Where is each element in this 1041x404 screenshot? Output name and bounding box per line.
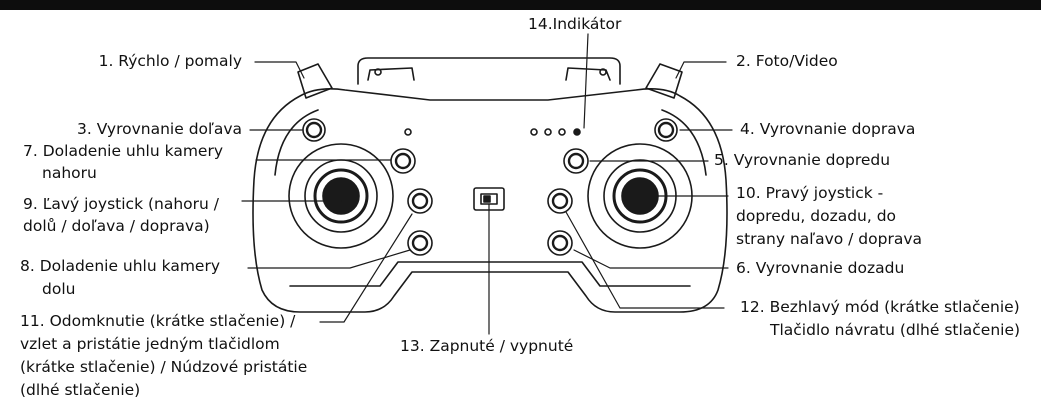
label-11-unlock-line3: (krátke stlačenie) / Núdzové pristátie [20,358,308,376]
label-12-headless-line1: 12. Bezhlavý mód (krátke stlačenie) [740,298,1020,316]
label-10-right-joystick-line2: dopredu, dozadu, do [736,207,897,225]
label-11-unlock-line1: 11. Odomknutie (krátke stlačenie) / [20,312,296,330]
label-10-right-joystick-line1: 10. Pravý joystick - [736,184,884,202]
left-trim-button [302,118,326,142]
label-11-unlock-line4: (dlhé stlačenie) [20,381,141,399]
label-9-left-joystick-line2: dolů / doľava / doprava) [23,217,210,235]
forward-trim-button [563,148,589,174]
right-trim-button [654,118,678,142]
label-10-right-joystick-line3: strany naľavo / doprava [736,230,923,248]
label-3-trim-left: 3. Vyrovnanie doľava [77,120,242,138]
label-8-camera-down-line2: dolu [42,280,76,298]
headless-button [547,188,573,214]
label-4-trim-right: 4. Vyrovnanie doprava [740,120,916,138]
label-12-headless-line2: Tlačidlo návratu (dlhé stlačenie) [770,321,1021,339]
label-6-trim-back: 6. Vyrovnanie dozadu [736,259,905,277]
label-9-left-joystick-line1: 9. Ľavý joystick (nahoru / [23,195,219,213]
takeoff-button [407,188,433,214]
label-7-camera-up-line2: nahoru [42,164,97,182]
right-shoulder [645,63,683,99]
back-trim-button [547,230,573,256]
controller-inner [274,109,707,176]
top-bar [0,0,1041,10]
camera-down-button [407,230,433,256]
label-1-speed: 1. Rýchlo / pomaly [98,52,242,70]
phone-holder [357,57,621,85]
left-joystick [288,143,394,249]
label-5-trim-forward: 5. Vyrovnanie dopredu [714,151,891,169]
left-shoulder [297,63,333,99]
label-13-power: 13. Zapnuté / vypnuté [400,337,574,355]
indicator-led [573,128,581,136]
label-2-photo-video: 2. Foto/Video [736,52,838,70]
controller-body [252,88,728,313]
label-7-camera-up-line1: 7. Doladenie uhlu kamery [23,142,223,160]
phone-holder-inner [367,67,611,81]
label-11-unlock-line2: vzlet a pristátie jedným tlačidlom [20,335,280,353]
controller-lower-edge [289,261,691,287]
label-8-camera-down-line1: 8. Doladenie uhlu kamery [20,257,220,275]
label-14-indicator: 14.Indikátor [528,15,622,33]
camera-up-button [390,148,416,174]
